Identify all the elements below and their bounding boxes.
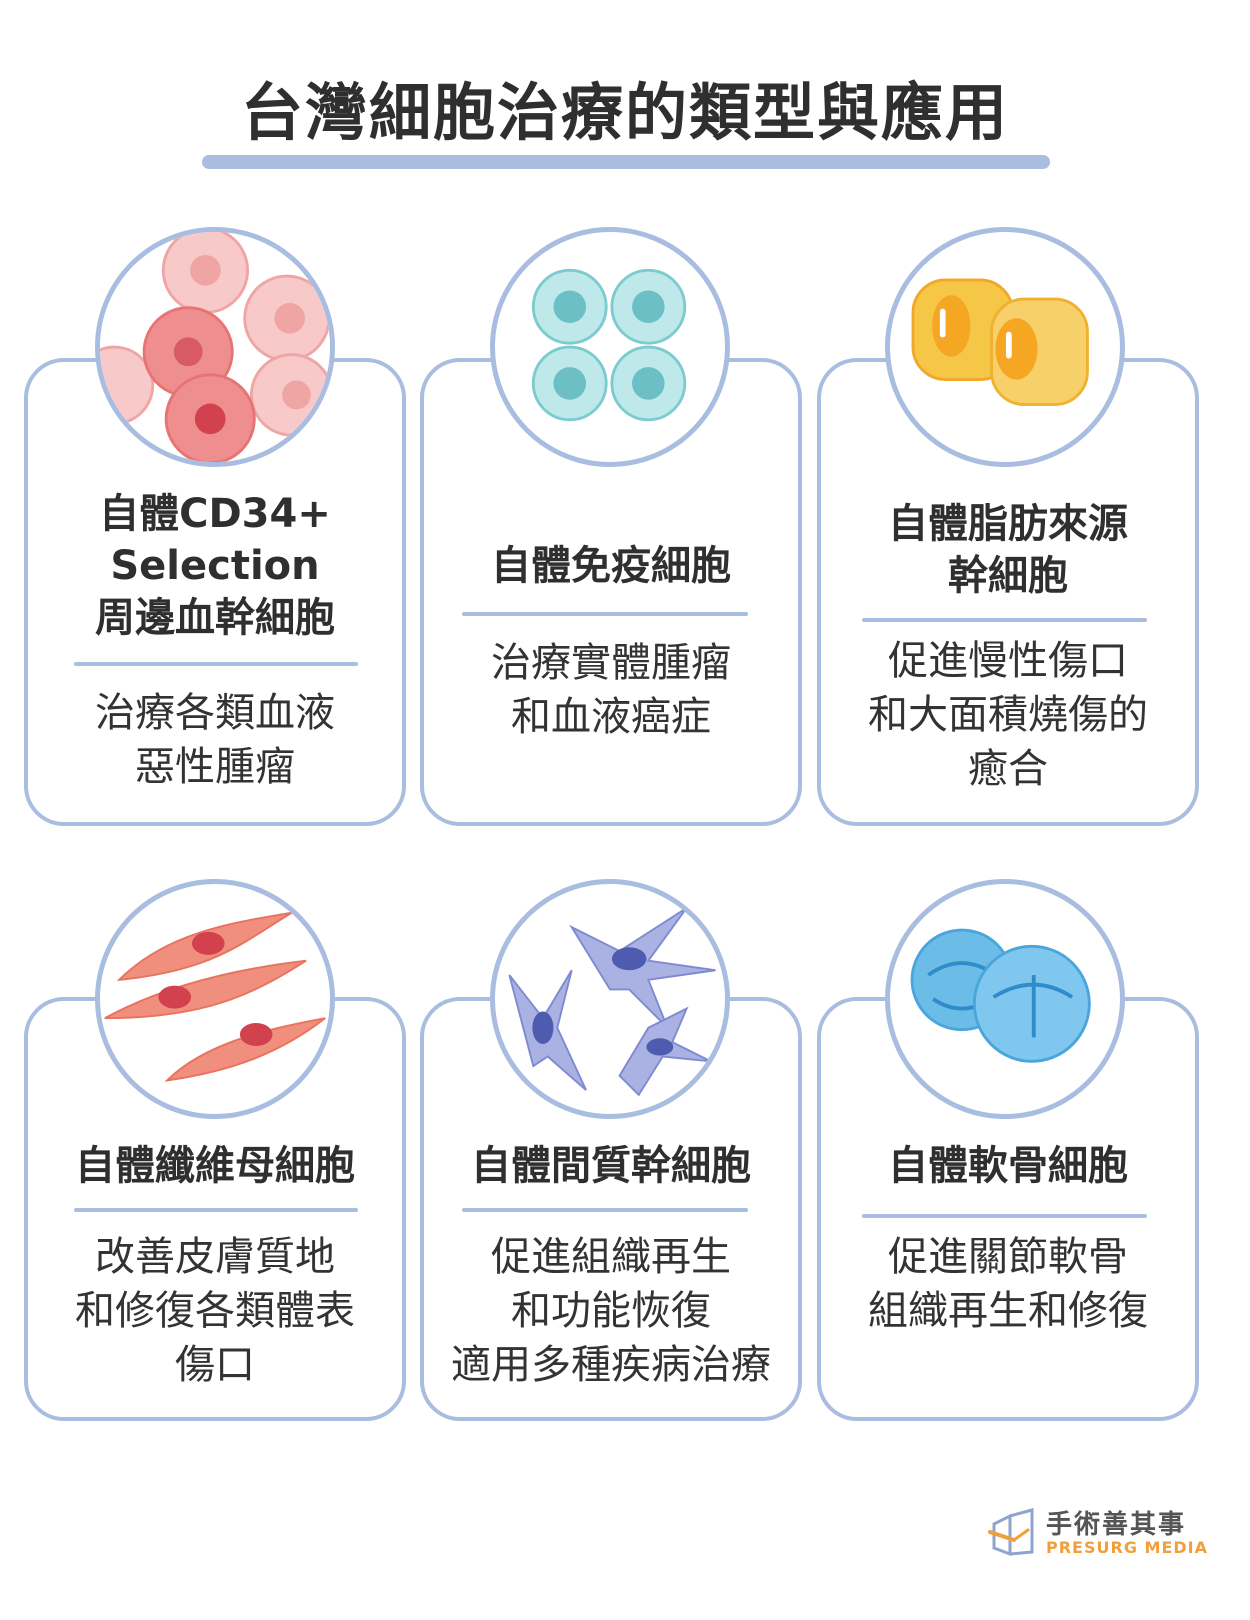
card-adipose-desc: 促進慢性傷口 和大面積燒傷的 癒合	[868, 638, 1148, 792]
red-blood-cell-icon	[95, 227, 335, 467]
page-title: 台灣細胞治療的類型與應用	[240, 76, 1009, 149]
card-adipose-name: 自體脂肪來源 幹細胞	[888, 501, 1128, 599]
card-mesenchymal-desc: 促進組織再生 和功能恢復 適用多種疾病治療	[451, 1234, 771, 1388]
fibroblast-icon	[95, 879, 335, 1119]
card-immune-divider	[462, 612, 748, 616]
brand-logo-icon	[988, 1508, 1034, 1557]
brand-subtitle: PRESURG MEDIA	[1046, 1538, 1208, 1557]
card-cd34-name: 自體CD34+ Selection 周邊血幹細胞	[95, 491, 335, 641]
card-immune-desc: 治療實體腫瘤 和血液癌症	[491, 640, 731, 740]
card-chondrocyte-desc: 促進關節軟骨 組織再生和修復	[868, 1234, 1148, 1334]
adipose-cell-icon	[885, 227, 1125, 467]
card-cd34-divider	[74, 662, 358, 666]
brand-name: 手術善其事	[1046, 1510, 1187, 1540]
card-fibroblast-name: 自體纖維母細胞	[75, 1143, 355, 1189]
immune-cell-icon	[490, 227, 730, 467]
card-cd34-desc: 治療各類血液 惡性腫瘤	[95, 690, 335, 790]
card-mesenchymal-divider	[462, 1208, 748, 1212]
brand: 手術善其事 PRESURG MEDIA	[988, 1502, 1218, 1562]
card-chondrocyte-name: 自體軟骨細胞	[888, 1143, 1128, 1189]
card-fibroblast-desc: 改善皮膚質地 和修復各類體表 傷口	[75, 1234, 355, 1388]
card-immune-name: 自體免疫細胞	[491, 543, 731, 589]
title-underline	[202, 155, 1050, 169]
card-adipose-divider	[862, 618, 1147, 622]
card-adipose	[817, 358, 1199, 826]
chondrocyte-icon	[885, 879, 1125, 1119]
card-chondrocyte-divider	[862, 1214, 1147, 1218]
mesenchymal-stem-cell-icon	[490, 879, 730, 1119]
card-mesenchymal-name: 自體間質幹細胞	[471, 1143, 751, 1189]
card-fibroblast-divider	[74, 1208, 358, 1212]
